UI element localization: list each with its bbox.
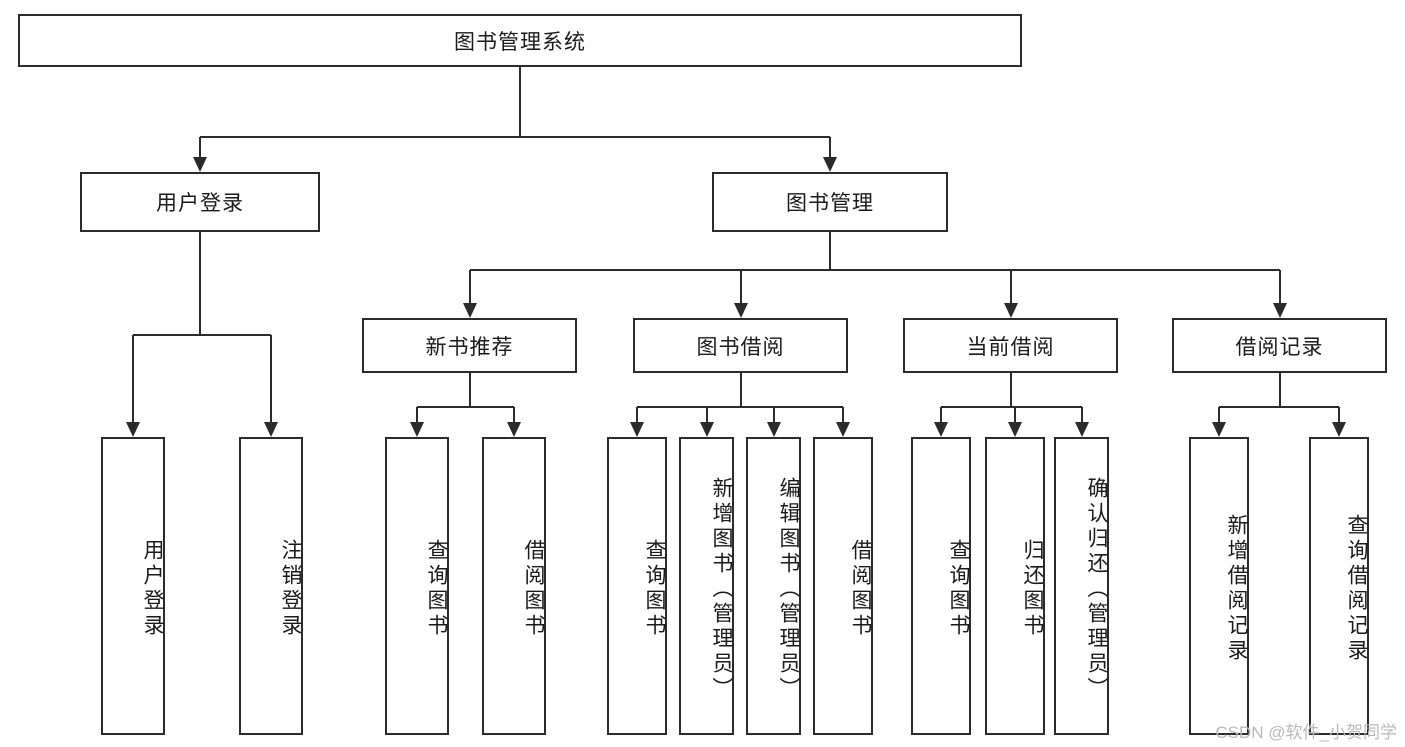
csdn-watermark: CSDN @软件_小贺同学 [1215, 723, 1397, 742]
connector-user-login-stem [199, 232, 201, 335]
connector-group2-drop-2 [1080, 407, 1083, 422]
node-user-login-label: 用户登录 [156, 192, 244, 215]
leaf-label: 归还图书 [1021, 539, 1044, 639]
arrowhead-leaf-query-book-1 [410, 422, 424, 437]
connector-group1-drop-2 [772, 407, 775, 422]
node-root-label: 图书管理系统 [454, 30, 586, 54]
arrowhead-leaf-query-book-2 [630, 422, 644, 437]
arrowhead-leaf-logout-login [264, 422, 278, 437]
connector-level3-bus [469, 269, 1280, 271]
arrowhead-leaf-confirm-return [1074, 422, 1089, 437]
arrowhead-borrow-record [1272, 303, 1287, 318]
connector-group2-bus [941, 406, 1082, 408]
leaf-label: 新增借阅记录 [1225, 514, 1248, 664]
node-leaf-borrow-book-2[interactable]: 借阅图书 [813, 437, 873, 735]
node-book-manage-label: 图书管理 [786, 192, 874, 215]
connector-group3-bus [1219, 406, 1339, 408]
node-new-book-recommend-label: 新书推荐 [425, 335, 514, 359]
connector-level2-bus [200, 136, 830, 138]
leaf-label: 确认归还（管理员） [1085, 476, 1108, 702]
arrowhead-leaf-return-book [1008, 422, 1022, 437]
arrowhead-user-login [193, 157, 207, 172]
connector-user-login-bus [133, 334, 271, 336]
node-leaf-edit-book-admin[interactable]: 编辑图书（管理员） [746, 437, 801, 735]
leaf-label: 查询图书 [425, 539, 448, 639]
connector-group2-drop-1 [1014, 407, 1016, 422]
node-leaf-borrow-book-1[interactable]: 借阅图书 [482, 437, 546, 735]
node-borrow-record[interactable]: 借阅记录 [1172, 318, 1387, 373]
leaf-label: 注销登录 [279, 539, 302, 639]
connector-group0-drop-0 [416, 407, 418, 422]
node-current-borrow-label: 当前借阅 [966, 335, 1055, 359]
node-leaf-add-borrow-record[interactable]: 新增借阅记录 [1189, 437, 1249, 735]
connector-group1-drop-3 [842, 407, 844, 422]
arrowhead-leaf-user-login [126, 422, 140, 437]
leaf-label: 新增图书（管理员） [710, 476, 733, 702]
node-leaf-user-login[interactable]: 用户登录 [101, 437, 165, 735]
connector-group2-stem [1009, 373, 1012, 407]
arrowhead-leaf-add-borrow-record [1212, 422, 1226, 437]
node-leaf-return-book[interactable]: 归还图书 [985, 437, 1045, 735]
arrowhead-leaf-borrow-book-2 [836, 422, 850, 437]
node-leaf-confirm-return[interactable]: 确认归还（管理员） [1054, 437, 1109, 735]
connector-group2-drop-0 [940, 407, 942, 422]
connector-group3-drop-0 [1218, 407, 1220, 422]
connector-user-login-drop-0 [132, 335, 134, 422]
connector-root-stem [519, 67, 521, 137]
connector-book-manage-stem [829, 232, 831, 270]
node-root-system[interactable]: 图书管理系统 [18, 14, 1022, 67]
connector-user-login-drop-1 [270, 335, 272, 422]
node-leaf-add-book-admin[interactable]: 新增图书（管理员） [679, 437, 734, 735]
node-leaf-query-book-2[interactable]: 查询图书 [607, 437, 667, 735]
connector-group3-stem [1278, 373, 1281, 407]
leaf-label: 查询图书 [947, 539, 970, 639]
connector-group1-drop-1 [705, 407, 708, 422]
arrowhead-leaf-query-book-3 [934, 422, 948, 437]
connector-group3-drop-1 [1338, 407, 1340, 422]
node-book-manage[interactable]: 图书管理 [712, 172, 948, 232]
connector-group0-bus [417, 406, 514, 408]
leaf-label: 编辑图书（管理员） [777, 476, 800, 702]
node-current-borrow[interactable]: 当前借阅 [903, 318, 1118, 373]
arrowhead-leaf-add-book-admin [699, 422, 714, 437]
leaf-label: 借阅图书 [849, 539, 872, 639]
node-user-login[interactable]: 用户登录 [80, 172, 320, 232]
leaf-label: 用户登录 [141, 539, 164, 639]
connector-level3-drop-2 [1009, 270, 1012, 303]
connector-level2-drop-left [199, 137, 201, 157]
arrowhead-book-borrow [733, 303, 748, 318]
node-leaf-query-borrow-record[interactable]: 查询借阅记录 [1309, 437, 1369, 735]
connector-level2-drop-right [829, 137, 831, 157]
node-new-book-recommend[interactable]: 新书推荐 [362, 318, 577, 373]
node-book-borrow[interactable]: 图书借阅 [633, 318, 848, 373]
node-borrow-record-label: 借阅记录 [1235, 335, 1324, 359]
node-leaf-logout-login[interactable]: 注销登录 [239, 437, 303, 735]
arrowhead-leaf-borrow-book-1 [507, 422, 521, 437]
leaf-label: 借阅图书 [522, 539, 545, 639]
connector-group1-drop-0 [636, 407, 638, 422]
arrowhead-leaf-query-borrow-record [1332, 422, 1346, 437]
node-leaf-query-book-1[interactable]: 查询图书 [385, 437, 449, 735]
arrowhead-book-manage [823, 157, 837, 172]
arrowhead-current-borrow [1003, 303, 1018, 318]
connector-group1-stem [739, 373, 742, 407]
connector-level3-drop-3 [1278, 270, 1281, 303]
connector-group1-bus [637, 406, 843, 408]
leaf-label: 查询图书 [643, 539, 666, 639]
leaf-label: 查询借阅记录 [1345, 514, 1368, 664]
node-leaf-query-book-3[interactable]: 查询图书 [911, 437, 971, 735]
connector-level3-drop-0 [468, 270, 471, 303]
node-book-borrow-label: 图书借阅 [696, 335, 785, 359]
connector-level3-drop-1 [739, 270, 742, 303]
connector-group0-drop-1 [513, 407, 515, 422]
connector-group0-stem [468, 373, 471, 407]
arrowhead-leaf-edit-book-admin [766, 422, 781, 437]
arrowhead-new-book-recommend [462, 303, 477, 318]
